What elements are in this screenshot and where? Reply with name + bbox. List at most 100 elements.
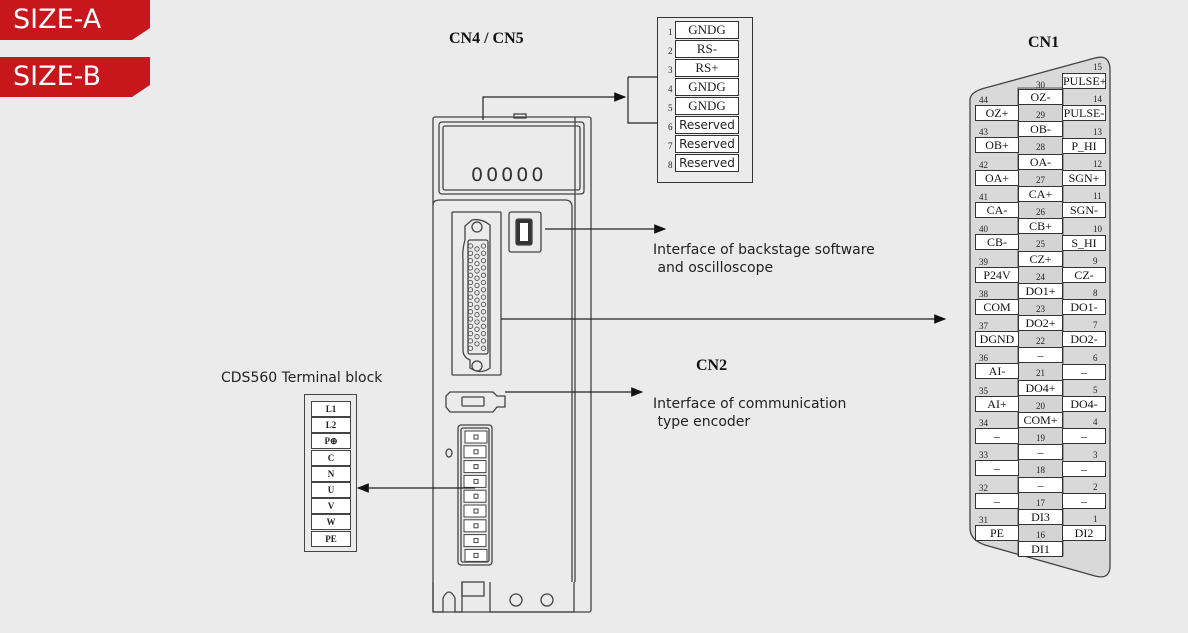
dsub-pin <box>480 316 487 322</box>
cn4-pin-label: GNDG <box>675 97 739 115</box>
size-a-tab[interactable]: SIZE-A <box>0 0 150 40</box>
cn1-pin-number: 8 <box>1093 288 1098 299</box>
usb-port <box>508 211 542 253</box>
dsub-pin <box>467 250 474 256</box>
dsub-pin <box>467 338 474 344</box>
cn4-leader <box>482 92 627 120</box>
cn4-pin-label: GNDG <box>675 21 739 39</box>
cn1-pin-number: 29 <box>1036 110 1045 120</box>
dsub-pin <box>480 287 487 293</box>
cn1-pin-number: 32 <box>979 482 988 493</box>
dsub-pin <box>467 265 474 271</box>
cn1-pin-label: CZ- <box>1062 266 1106 283</box>
encoder-interface-note: Interface of communication type encoder <box>653 396 847 430</box>
cn1-pin-label: PULSE+ <box>1062 73 1107 89</box>
terminal-7: W <box>311 514 351 531</box>
dsub-pin <box>474 326 480 332</box>
dsub-pin <box>467 287 474 293</box>
terminal-0: L1 <box>311 401 351 417</box>
cn1-pin-label: OZ+ <box>975 105 1019 121</box>
dsub-pin <box>480 243 487 249</box>
terminal-slot <box>463 534 487 548</box>
dsub-pin <box>474 290 480 296</box>
cn1-pin-number: 22 <box>1036 336 1045 347</box>
dsub-pin <box>474 319 480 325</box>
dsub-pin <box>467 272 474 278</box>
cn1-pin-label: COM <box>975 298 1019 315</box>
terminal-4: N <box>311 465 351 482</box>
size-b-tab[interactable]: SIZE-B <box>0 57 150 97</box>
terminal-1: L2 <box>311 417 351 434</box>
cn4-title: CN4 / CN5 <box>449 30 524 47</box>
dsub-pin <box>467 257 474 264</box>
cn1-pin-label: CB- <box>975 234 1019 251</box>
cn1-pin-number: 17 <box>1036 497 1045 508</box>
cn1-pin-number: 12 <box>1093 158 1102 169</box>
dsub-pin <box>480 250 487 256</box>
cn1-pin-label: AI+ <box>975 395 1019 412</box>
dsub-pin <box>474 260 480 267</box>
cn4-pin-label: Reserved <box>675 135 739 153</box>
cn4-pin-number: 5 <box>668 103 673 113</box>
cn1-pin-label: – <box>1062 363 1106 380</box>
cn1-pin-label: P24V <box>975 266 1019 283</box>
dsub-pin <box>480 338 487 344</box>
dsub-pin <box>480 257 487 264</box>
cn1-pin-label: P_HI <box>1062 137 1106 154</box>
cn1-pin-number: 16 <box>1036 529 1045 540</box>
cn1-pin-label: PE <box>975 524 1019 541</box>
cn1-pin-label: – <box>1062 428 1106 445</box>
dsub-pin <box>467 294 474 300</box>
cn1-pin-label: DO1+ <box>1018 282 1063 299</box>
terminal-slot <box>463 460 487 474</box>
dsub-pin <box>474 312 480 318</box>
cn1-pin-number: 10 <box>1093 223 1102 234</box>
cn1-pin-number: 1 <box>1093 514 1098 525</box>
cn1-pin-label: CB+ <box>1018 218 1063 235</box>
cn1-pin-label: – <box>1018 444 1063 461</box>
dsub-pin <box>467 330 474 337</box>
cn1-pin-number: 36 <box>979 353 988 364</box>
cn1-pin-label: PULSE- <box>1062 105 1106 122</box>
cn1-pin-label: – <box>1018 476 1063 493</box>
cn1-pin-number: 7 <box>1093 320 1098 331</box>
cn1-pin-number: 31 <box>979 514 988 525</box>
cn1-pin-number: 26 <box>1036 206 1045 217</box>
cn1-pin-number: 37 <box>979 321 988 332</box>
cn2-title: CN2 <box>696 357 728 374</box>
cn1-pin-label: DO1- <box>1062 299 1106 316</box>
cn1-pin-label: DO4+ <box>1018 379 1063 396</box>
cn1-pin-label: DGND <box>975 331 1019 348</box>
display-readout: 00000 <box>471 164 547 186</box>
cn1-pin-number: 41 <box>979 191 988 202</box>
cn1-pin-label: COM+ <box>1018 412 1063 428</box>
cn1-pin-number: 27 <box>1036 174 1045 185</box>
cn1-pin-number: 13 <box>1093 126 1102 137</box>
dsub-pin <box>474 246 480 252</box>
cn1-pin-label: OZ- <box>1018 89 1063 105</box>
dsub-pin <box>467 323 474 329</box>
cn1-pin-label: AI- <box>975 363 1019 380</box>
cn1-pin-number: 34 <box>979 418 988 428</box>
cn1-pin-number: 19 <box>1036 433 1045 443</box>
cn1-pin-number: 39 <box>979 256 988 267</box>
dsub-pin <box>467 345 474 351</box>
terminal-5: U <box>311 482 351 498</box>
dsub-pin <box>474 282 480 289</box>
dsub-pin <box>467 309 474 315</box>
terminal-6: V <box>311 498 351 515</box>
cn1-pin-label: – <box>975 428 1019 444</box>
cn1-pin-label: CA+ <box>1018 185 1063 202</box>
cn1-pin-label: DO4- <box>1062 396 1106 412</box>
dsub-pin <box>467 243 474 249</box>
cn1-pin-number: 25 <box>1036 239 1045 250</box>
cn4-pin-number: 4 <box>668 84 673 94</box>
cn1-pin-label: SGN+ <box>1062 169 1106 186</box>
cn1-pin-label: DI1 <box>1018 541 1063 558</box>
dsub-pin <box>480 309 487 315</box>
dsub-pin <box>474 333 480 340</box>
dsub-pin <box>480 265 487 271</box>
terminal-slot <box>463 489 487 503</box>
